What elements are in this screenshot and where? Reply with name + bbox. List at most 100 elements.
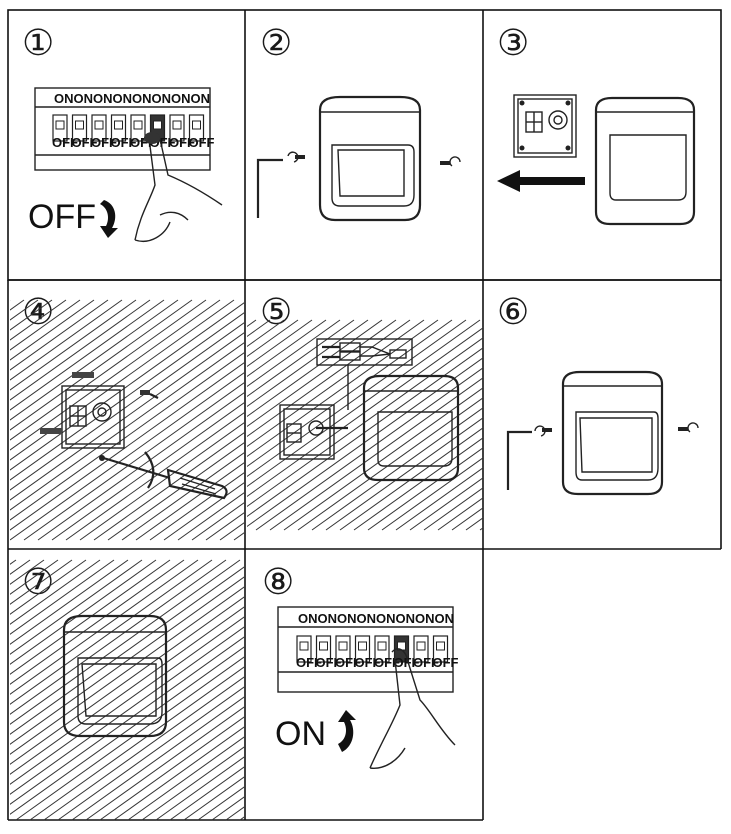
hatch-line bbox=[255, 367, 483, 531]
rotate-up-arrow-icon bbox=[338, 710, 356, 752]
hatch-line bbox=[10, 559, 73, 605]
breaker-off-label: OFF bbox=[189, 135, 215, 150]
hatch-line bbox=[23, 382, 244, 541]
step-4-number: ④ bbox=[22, 292, 54, 333]
hatch-line bbox=[85, 706, 244, 821]
hatch-line bbox=[127, 736, 244, 821]
hatch-line bbox=[247, 319, 453, 468]
step-5-panel: ⑤ bbox=[0, 292, 731, 531]
breaker-toggle bbox=[436, 641, 445, 651]
hatch-line bbox=[282, 560, 646, 820]
hatch-line bbox=[247, 319, 481, 488]
step-3-number: ③ bbox=[497, 23, 529, 64]
step-2-number: ② bbox=[260, 23, 292, 64]
breaker-off-label: OFF bbox=[433, 655, 459, 670]
breaker-on-label: ON bbox=[152, 91, 172, 106]
hatch-line bbox=[10, 559, 171, 675]
breaker-on-label: ON bbox=[435, 611, 455, 626]
hatch-line bbox=[135, 462, 244, 541]
wall-light-side bbox=[594, 96, 696, 226]
hatch-line bbox=[10, 559, 87, 615]
hatch-line bbox=[10, 646, 244, 815]
hand-icon bbox=[369, 648, 456, 769]
hatch-line bbox=[10, 559, 129, 645]
hatch-line bbox=[10, 332, 244, 501]
hatch-line bbox=[247, 347, 483, 518]
hatch-line bbox=[550, 320, 731, 530]
hatch-line bbox=[51, 402, 244, 541]
hatch-line bbox=[10, 299, 207, 441]
hatch-line bbox=[10, 299, 193, 431]
hatch-line bbox=[113, 726, 244, 821]
wall-hatching bbox=[10, 299, 244, 541]
hatch-line bbox=[10, 299, 165, 411]
hatch-line bbox=[10, 586, 244, 755]
hatch-line bbox=[578, 320, 731, 530]
hatch-line bbox=[10, 362, 244, 531]
breaker-off-label: OFF bbox=[335, 655, 361, 670]
on-label: ON bbox=[275, 715, 326, 753]
hatch-line bbox=[0, 320, 186, 530]
breaker-on-label: ON bbox=[132, 91, 152, 106]
hatch-line bbox=[283, 387, 483, 531]
step-1-number: ① bbox=[22, 23, 54, 64]
hatch-line bbox=[99, 716, 244, 821]
hatch-line bbox=[71, 696, 244, 821]
breaker-toggle bbox=[133, 120, 143, 130]
hatch-line bbox=[381, 457, 483, 531]
hatch-line bbox=[325, 417, 483, 531]
hatch-line bbox=[247, 337, 483, 508]
hatch-line bbox=[254, 560, 618, 820]
mounting-bracket bbox=[61, 385, 125, 449]
hatch-line bbox=[247, 319, 299, 358]
hatch-line bbox=[107, 442, 244, 541]
hatch-line bbox=[10, 559, 199, 695]
hatch-line bbox=[10, 559, 213, 705]
hatch-line bbox=[29, 666, 244, 821]
hatch-line bbox=[169, 766, 244, 821]
hatch-line bbox=[465, 517, 483, 531]
hatch-line bbox=[149, 472, 244, 541]
hatch-line bbox=[10, 616, 244, 785]
breaker-off-label: OFF bbox=[91, 135, 117, 150]
hatch-line bbox=[121, 452, 244, 541]
hatch-line bbox=[10, 342, 244, 511]
breaker-on-label: ON bbox=[74, 91, 94, 106]
hatch-line bbox=[247, 319, 425, 448]
hatch-line bbox=[423, 487, 483, 531]
mounting-bracket bbox=[513, 94, 577, 158]
breaker-off-label: OFF bbox=[394, 655, 420, 670]
hatch-line bbox=[10, 636, 244, 805]
breaker-toggle bbox=[192, 120, 201, 130]
breaker-toggle bbox=[94, 120, 104, 130]
hatch-line bbox=[437, 497, 483, 531]
breaker-on-label: ON bbox=[415, 611, 435, 626]
hatch-line bbox=[10, 299, 123, 381]
hatch-line bbox=[10, 302, 244, 471]
step-8-number: ⑧ bbox=[262, 562, 294, 603]
hatch-line bbox=[353, 437, 483, 531]
hatch-line bbox=[10, 352, 244, 521]
panel-grid bbox=[7, 9, 722, 821]
breaker-toggle bbox=[319, 641, 328, 651]
hatch-line bbox=[268, 560, 632, 820]
hatch-line bbox=[10, 576, 244, 745]
hatch-line bbox=[10, 312, 244, 481]
hatch-line bbox=[10, 372, 244, 541]
hatch-line bbox=[247, 319, 397, 428]
wall-light-front bbox=[362, 374, 460, 482]
breaker-on-label: ON bbox=[93, 91, 113, 106]
rotate-down-arrow-icon bbox=[100, 200, 118, 238]
breaker-on-label: ON bbox=[191, 91, 211, 106]
breaker-toggle bbox=[358, 641, 367, 651]
step-7-panel: ⑦ bbox=[10, 559, 646, 821]
hatch-line bbox=[247, 319, 355, 398]
breaker-toggle bbox=[377, 641, 387, 651]
breaker-off-label: OFF bbox=[413, 655, 439, 670]
hatch-line bbox=[297, 397, 483, 531]
hatch-line bbox=[197, 786, 244, 821]
hatch-line bbox=[10, 299, 137, 391]
step-5-number: ⑤ bbox=[260, 292, 292, 333]
breaker-on-label: ON bbox=[318, 611, 338, 626]
